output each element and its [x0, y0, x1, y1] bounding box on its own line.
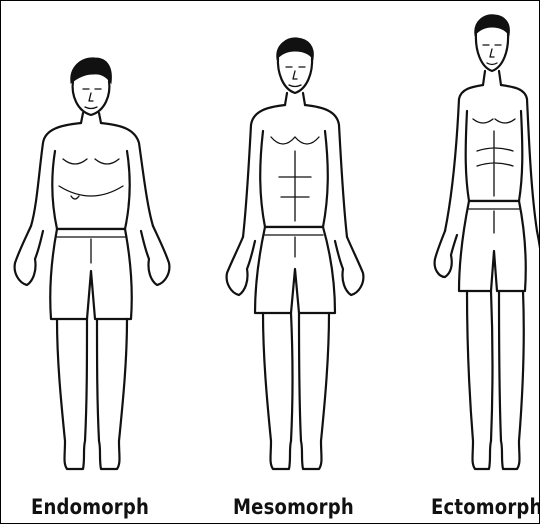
label-endomorph: Endomorph: [31, 495, 149, 519]
endomorph-figure: [15, 58, 170, 469]
endomorph-torso: [31, 123, 153, 229]
mesomorph-figure: [227, 38, 364, 469]
ectomorph-figure: [435, 15, 540, 469]
mesomorph-hair: [277, 38, 314, 59]
ectomorph-shorts: [459, 201, 526, 291]
ectomorph-hair: [475, 15, 510, 35]
endomorph-hair: [71, 58, 112, 83]
ectomorph-head: [476, 33, 508, 71]
label-ectomorph: Ectomorph: [431, 495, 540, 519]
label-mesomorph: Mesomorph: [233, 495, 354, 519]
mesomorph-head: [278, 57, 312, 93]
endomorph-head: [73, 81, 110, 115]
